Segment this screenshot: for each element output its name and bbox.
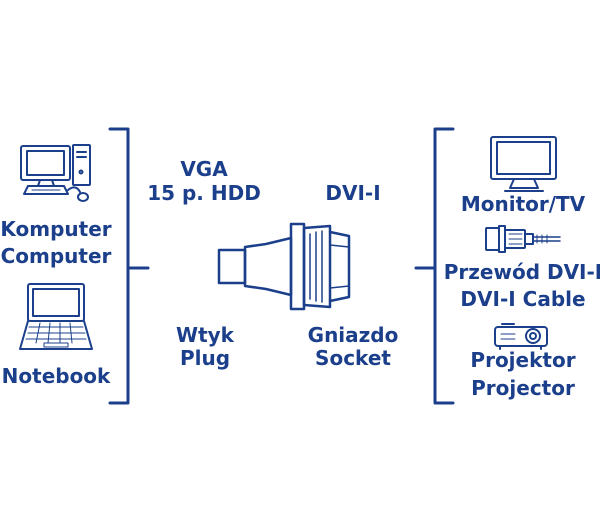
plug-label-pl: Wtyk — [176, 323, 234, 347]
vga-label: VGA — [180, 157, 228, 181]
computer-label-en: Computer — [0, 244, 112, 268]
projector-label-pl: Projektor — [470, 348, 576, 372]
monitor-icon — [490, 136, 557, 192]
socket-label-en: Socket — [315, 346, 391, 370]
vga-pins-label: 15 p. HDD — [147, 181, 261, 205]
socket-label-pl: Gniazdo — [307, 323, 399, 347]
cable-label-en: DVI-I Cable — [460, 287, 586, 311]
vga-dvi-adapter-icon — [217, 222, 351, 311]
dvi-label: DVI-I — [325, 181, 381, 205]
projector-icon — [494, 323, 548, 350]
left-bracket — [108, 127, 150, 405]
desktop-computer-icon — [20, 144, 91, 202]
projector-label-en: Projector — [471, 376, 575, 400]
computer-label-pl: Komputer — [0, 217, 112, 241]
monitor-label: Monitor/TV — [460, 192, 586, 216]
plug-label-en: Plug — [179, 346, 231, 370]
dvi-cable-icon — [485, 225, 561, 253]
notebook-icon — [19, 283, 93, 350]
notebook-label: Notebook — [1, 364, 111, 388]
right-bracket — [414, 127, 455, 405]
cable-label-pl: Przewód DVI-I — [443, 260, 600, 284]
